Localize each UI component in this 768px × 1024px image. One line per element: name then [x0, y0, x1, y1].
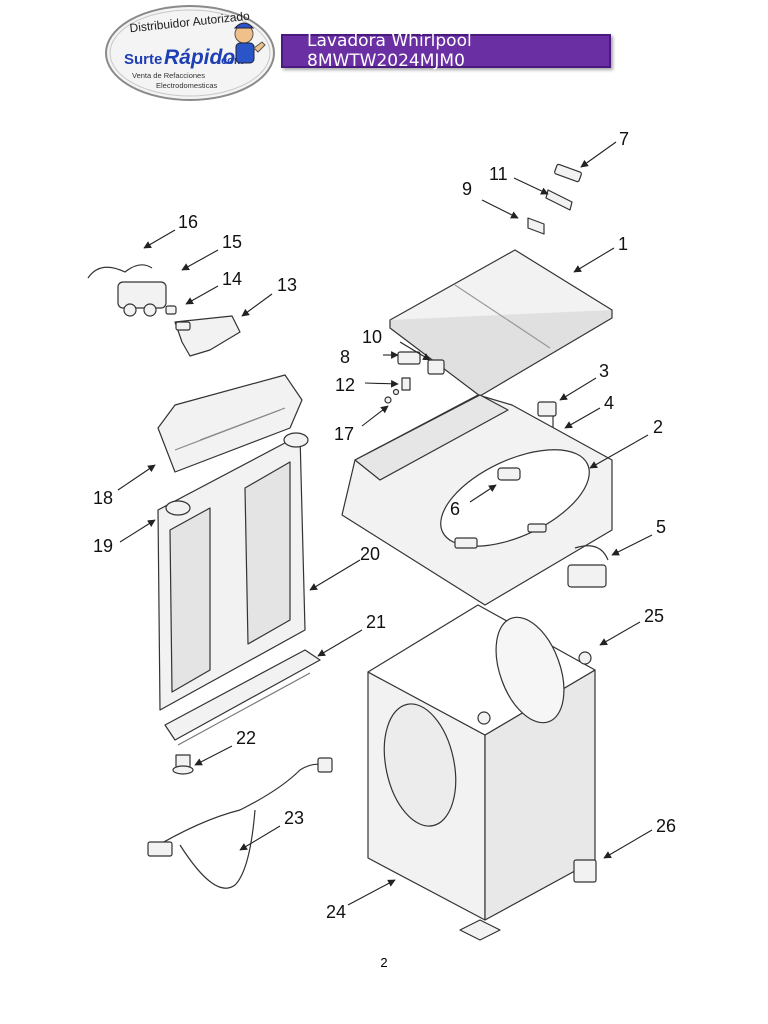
- callout-20: 20: [360, 544, 380, 564]
- callout-2: 2: [653, 417, 663, 437]
- callout-12: 12: [335, 375, 355, 395]
- part-control-console: [157, 374, 303, 473]
- part-top-panel: [341, 394, 613, 606]
- callout-5: 5: [656, 517, 666, 537]
- part-main-wire-harness: [147, 757, 333, 889]
- callout-17: 17: [334, 424, 354, 444]
- callout-3: 3: [599, 361, 609, 381]
- part-corner-bracket: [459, 859, 597, 941]
- callout-15: 15: [222, 232, 242, 252]
- distributor-logo: Distribuidor Autorizado Surte Rápido .co…: [105, 5, 275, 101]
- callout-6: 6: [450, 499, 460, 519]
- part-wire-harness-small: [87, 264, 153, 279]
- callout-10: 10: [362, 327, 382, 347]
- callout-7: 7: [619, 129, 629, 149]
- part-lid: [389, 249, 613, 397]
- callout-16: 16: [178, 212, 198, 232]
- part-lid-lock: [384, 351, 445, 404]
- logo-tagline-1: Venta de Refacciones: [132, 71, 205, 80]
- callout-22: 22: [236, 728, 256, 748]
- callout-9: 9: [462, 179, 472, 199]
- callout-23: 23: [284, 808, 304, 828]
- part-water-valve: [117, 281, 167, 317]
- callout-19: 19: [93, 536, 113, 556]
- callout-4: 4: [604, 393, 614, 413]
- part-pressure-switch: [567, 545, 609, 588]
- page-number: 2: [380, 955, 388, 970]
- part-dispenser: [174, 315, 241, 357]
- callout-21: 21: [366, 612, 386, 632]
- logo-tagline-2: Electrodomesticas: [156, 81, 218, 90]
- logo-brand-left: Surte: [124, 51, 162, 68]
- callout-11: 11: [489, 164, 508, 184]
- callout-25: 25: [644, 606, 664, 626]
- callout-13: 13: [277, 275, 297, 295]
- part-hinge-top: [527, 163, 582, 235]
- logo-brand-right: Rápido: [164, 46, 235, 69]
- leader-lines: [117, 141, 653, 906]
- part-base-rail: [164, 649, 321, 746]
- callout-8: 8: [340, 347, 350, 367]
- part-valve-bracket: [165, 305, 177, 315]
- callout-14: 14: [222, 269, 242, 289]
- callout-24: 24: [326, 902, 346, 922]
- callout-26: 26: [656, 816, 676, 836]
- part-leveling-leg: [172, 754, 194, 775]
- part-cabinet: [367, 604, 596, 921]
- mascot-icon: [233, 22, 266, 64]
- part-rear-panel: [157, 432, 309, 711]
- callout-18: 18: [93, 488, 113, 508]
- page-title: Lavadora Whirlpool 8MWTW2024MJM0: [281, 31, 611, 71]
- callout-1: 1: [618, 234, 628, 254]
- exploded-parts-diagram: 1 2 3 4 5 6 7 8 9 10 11 12 13 14 15 16 1…: [87, 129, 676, 941]
